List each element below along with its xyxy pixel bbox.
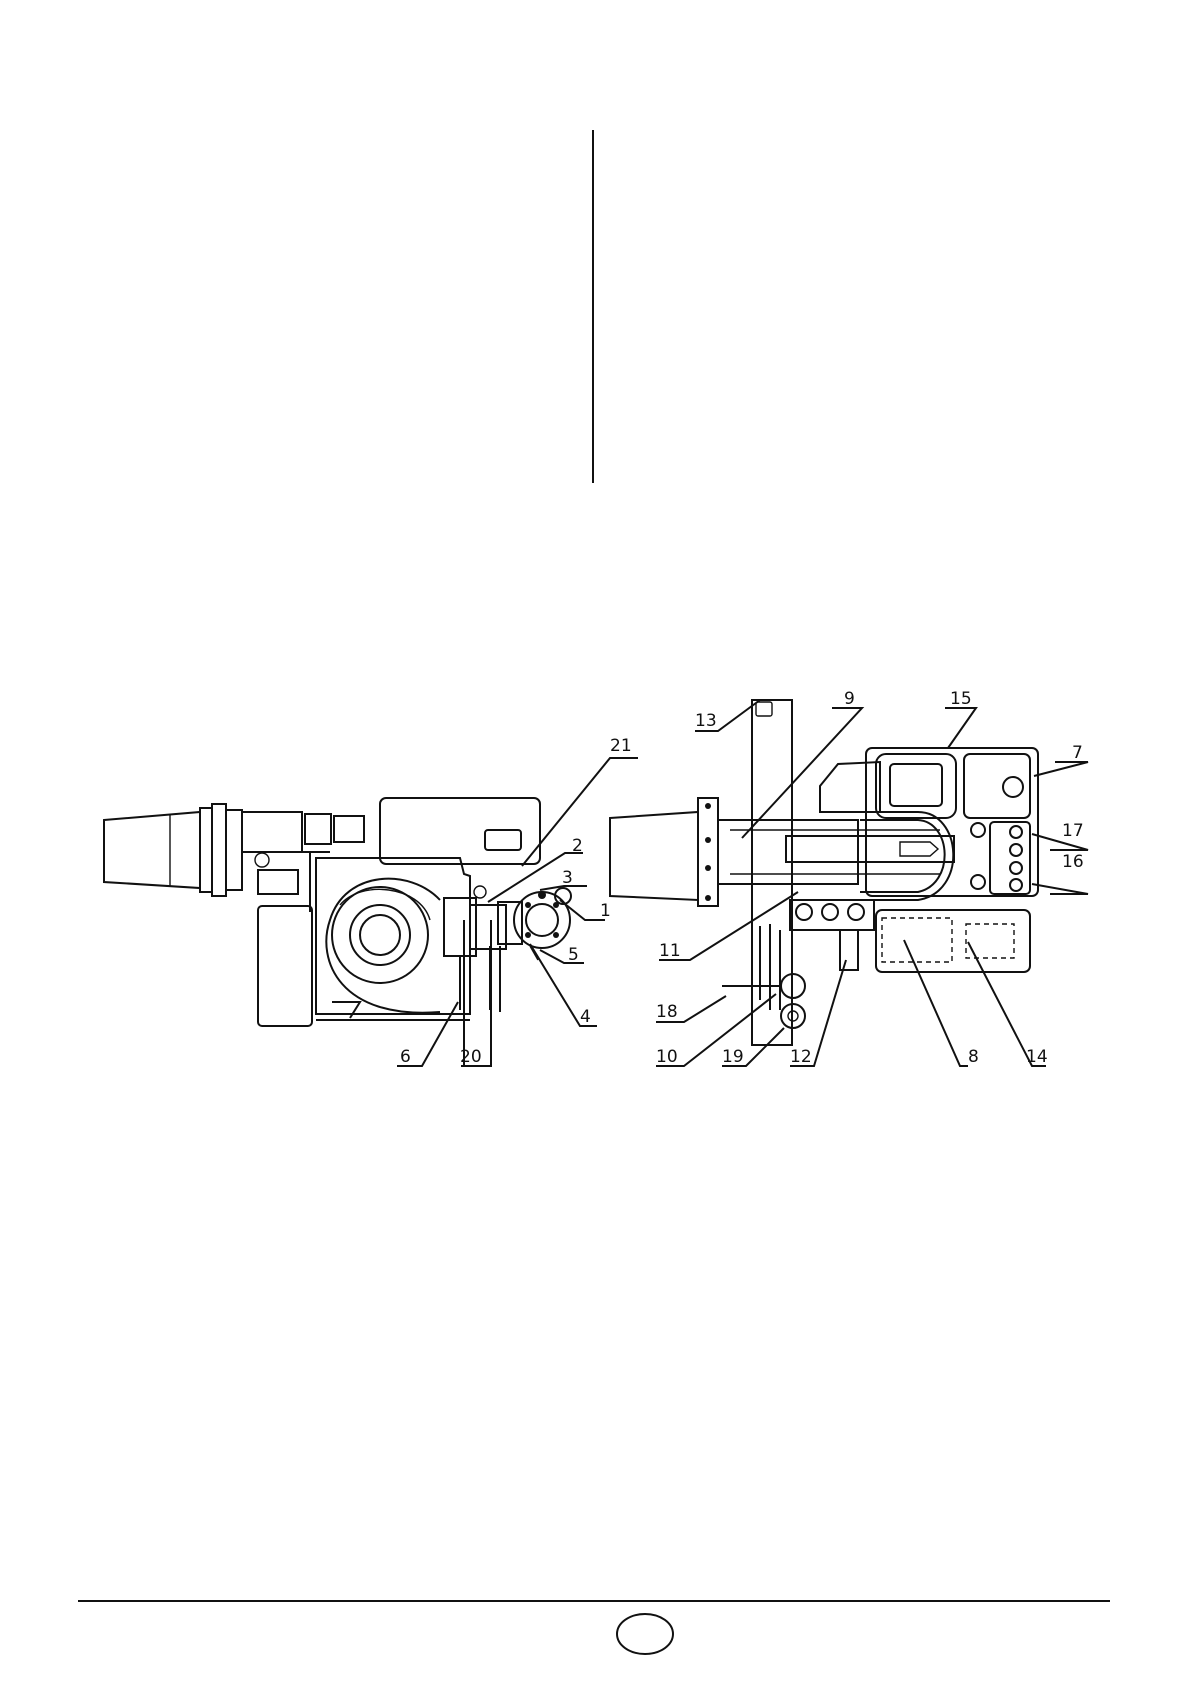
callout-3: 3	[562, 868, 573, 888]
left-burner-drawing	[104, 798, 571, 1026]
callout-21: 21	[610, 736, 632, 756]
callout-13: 13	[695, 711, 717, 731]
callout-19: 19	[722, 1047, 744, 1067]
callout-4: 4	[580, 1007, 591, 1027]
callout-7: 7	[1072, 743, 1083, 763]
callout-17: 17	[1062, 821, 1084, 841]
callout-11: 11	[659, 941, 681, 961]
callout-20: 20	[460, 1047, 482, 1067]
page-number-badge	[617, 1614, 673, 1654]
callout-6: 6	[400, 1047, 411, 1067]
callout-8: 8	[968, 1047, 979, 1067]
callout-9: 9	[844, 689, 855, 709]
callout-5: 5	[568, 945, 579, 965]
right-callout-labels: 13 9 15 7 17 16 11 18 10 19 12 8 14	[656, 689, 1084, 1067]
callout-16: 16	[1062, 852, 1084, 872]
callout-18: 18	[656, 1002, 678, 1022]
callout-12: 12	[790, 1047, 812, 1067]
callout-2: 2	[572, 836, 583, 856]
callout-14: 14	[1026, 1047, 1048, 1067]
callout-15: 15	[950, 689, 972, 709]
right-burner-drawing	[610, 700, 1038, 1045]
callout-10: 10	[656, 1047, 678, 1067]
callout-1: 1	[600, 901, 611, 921]
